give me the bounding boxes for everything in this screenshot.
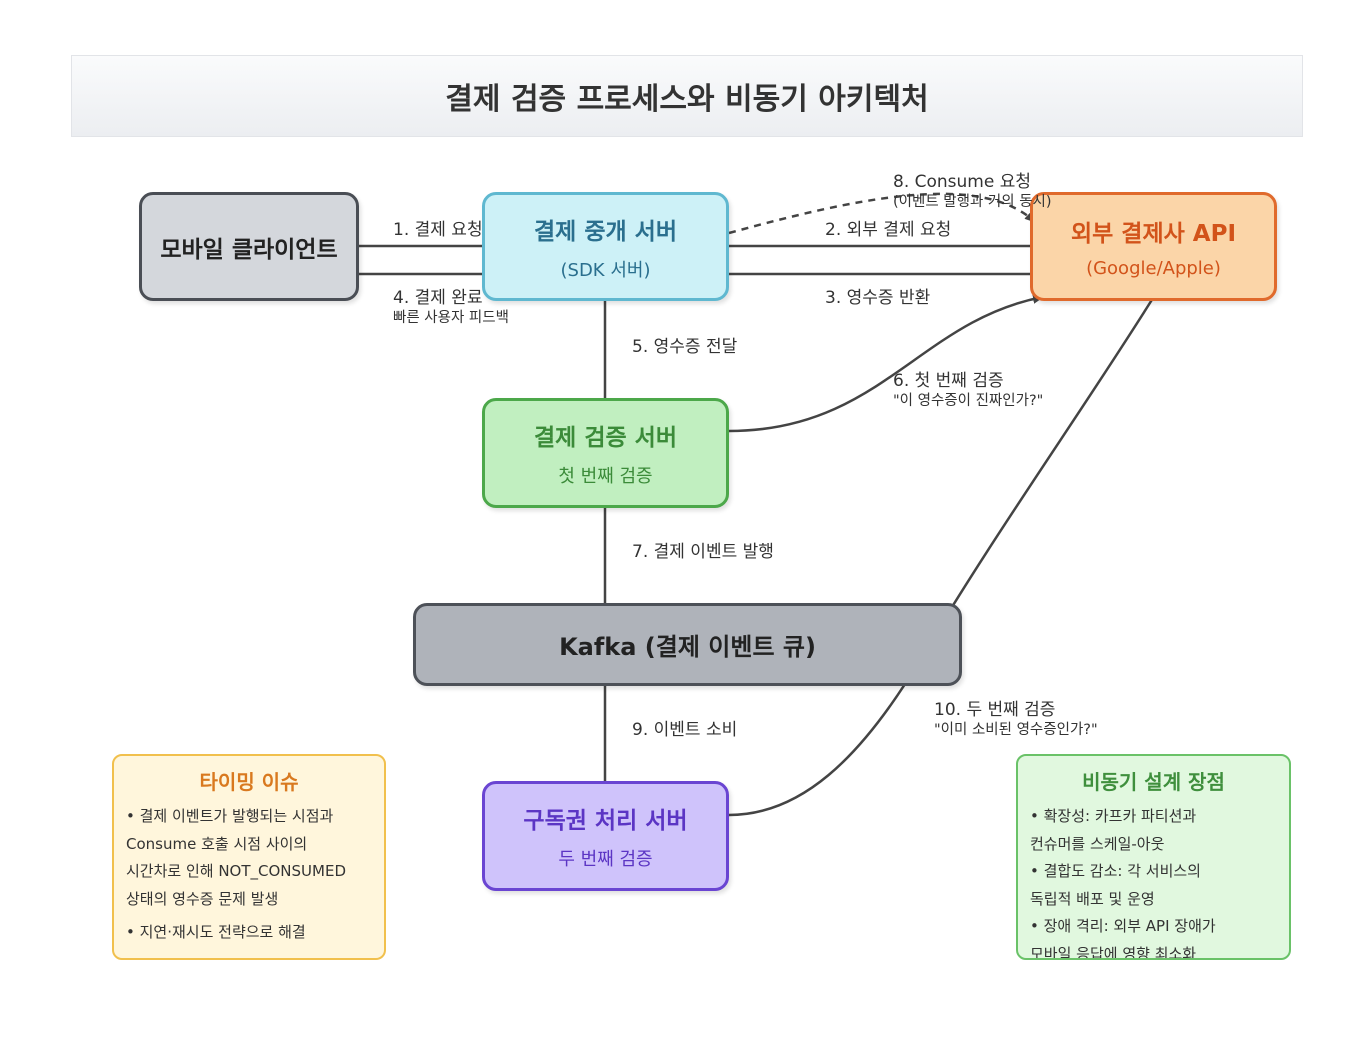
step1-label: 1. 결제 요청 (393, 220, 483, 240)
timing-issue-title: 타이밍 이슈 (199, 770, 299, 794)
step9-label: 9. 이벤트 소비 (632, 720, 738, 740)
node-subscription-server: 구독권 처리 서버 두 번째 검증 (482, 781, 729, 891)
node-mobile-client: 모바일 클라이언트 (139, 192, 359, 301)
node-label: 결제 검증 서버 (534, 425, 677, 451)
node-verify-server: 결제 검증 서버 첫 번째 검증 (482, 398, 729, 508)
timing-line: • 결제 이벤트가 발행되는 시점과 (126, 807, 334, 825)
node-label: 결제 중개 서버 (534, 218, 677, 245)
timing-issue-panel: 타이밍 이슈 • 결제 이벤트가 발행되는 시점과 Consume 호출 시점 … (112, 754, 386, 960)
step3-label: 3. 영수증 반환 (825, 288, 931, 308)
async-advantages-panel: 비동기 설계 장점 • 확장성: 카프카 파티션과 컨슈머를 스케일-아웃 • … (1016, 754, 1291, 960)
step8-label: 8. Consume 요청 (893, 172, 1032, 192)
step6-label: 6. 첫 번째 검증 (893, 371, 1004, 391)
step5-label: 5. 영수증 전달 (632, 337, 738, 357)
async-line: 컨슈머를 스케일-아웃 (1030, 834, 1165, 853)
step10-label: 10. 두 번째 검증 (934, 700, 1056, 720)
node-label: 모바일 클라이언트 (160, 236, 338, 263)
step4-note: 빠른 사용자 피드백 (393, 310, 509, 326)
node-label: 외부 결제사 API (1070, 221, 1237, 247)
step10-note: "이미 소비된 영수증인가?" (934, 722, 1098, 738)
async-line: 독립적 배포 및 운영 (1030, 889, 1155, 908)
node-sublabel: (Google/Apple) (1086, 258, 1221, 279)
page-title: 결제 검증 프로세스와 비동기 아키텍처 (445, 82, 929, 117)
step8-note: (이벤트 발행과 거의 동시) (893, 194, 1052, 210)
node-sublabel: 첫 번째 검증 (558, 466, 653, 487)
step2-label: 2. 외부 결제 요청 (825, 220, 952, 240)
async-line: • 확장성: 카프카 파티션과 (1030, 807, 1197, 825)
async-line: • 장애 격리: 외부 API 장애가 (1030, 917, 1216, 935)
node-sublabel: (SDK 서버) (560, 259, 651, 281)
node-external-api: 외부 결제사 API (Google/Apple) (1030, 192, 1277, 301)
node-sublabel: 두 번째 검증 (558, 849, 653, 870)
node-kafka: Kafka (결제 이벤트 큐) (413, 603, 962, 686)
timing-line: Consume 호출 시점 사이의 (126, 834, 308, 853)
node-label: 구독권 처리 서버 (523, 808, 688, 834)
arrow-step8 (728, 192, 1036, 235)
async-line: 모바일 응답에 영향 최소화 (1030, 944, 1197, 960)
node-label: Kafka (결제 이벤트 큐) (559, 633, 816, 661)
async-advantages-title: 비동기 설계 장점 (1082, 770, 1225, 794)
step7-label: 7. 결제 이벤트 발행 (632, 542, 774, 562)
timing-line: • 지연·재시도 전략으로 해결 (126, 923, 306, 941)
node-payment-broker: 결제 중개 서버 (SDK 서버) (482, 192, 729, 301)
async-line: • 결합도 감소: 각 서비스의 (1030, 862, 1201, 880)
title-bar: 결제 검증 프로세스와 비동기 아키텍처 (71, 55, 1303, 137)
step6-note: "이 영수증이 진짜인가?" (893, 393, 1044, 409)
arrow-step6 (728, 293, 1044, 433)
step4-label: 4. 결제 완료 (393, 288, 483, 308)
timing-line: 시간차로 인해 NOT_CONSUMED (126, 862, 346, 880)
timing-line: 상태의 영수증 문제 발생 (126, 889, 279, 908)
